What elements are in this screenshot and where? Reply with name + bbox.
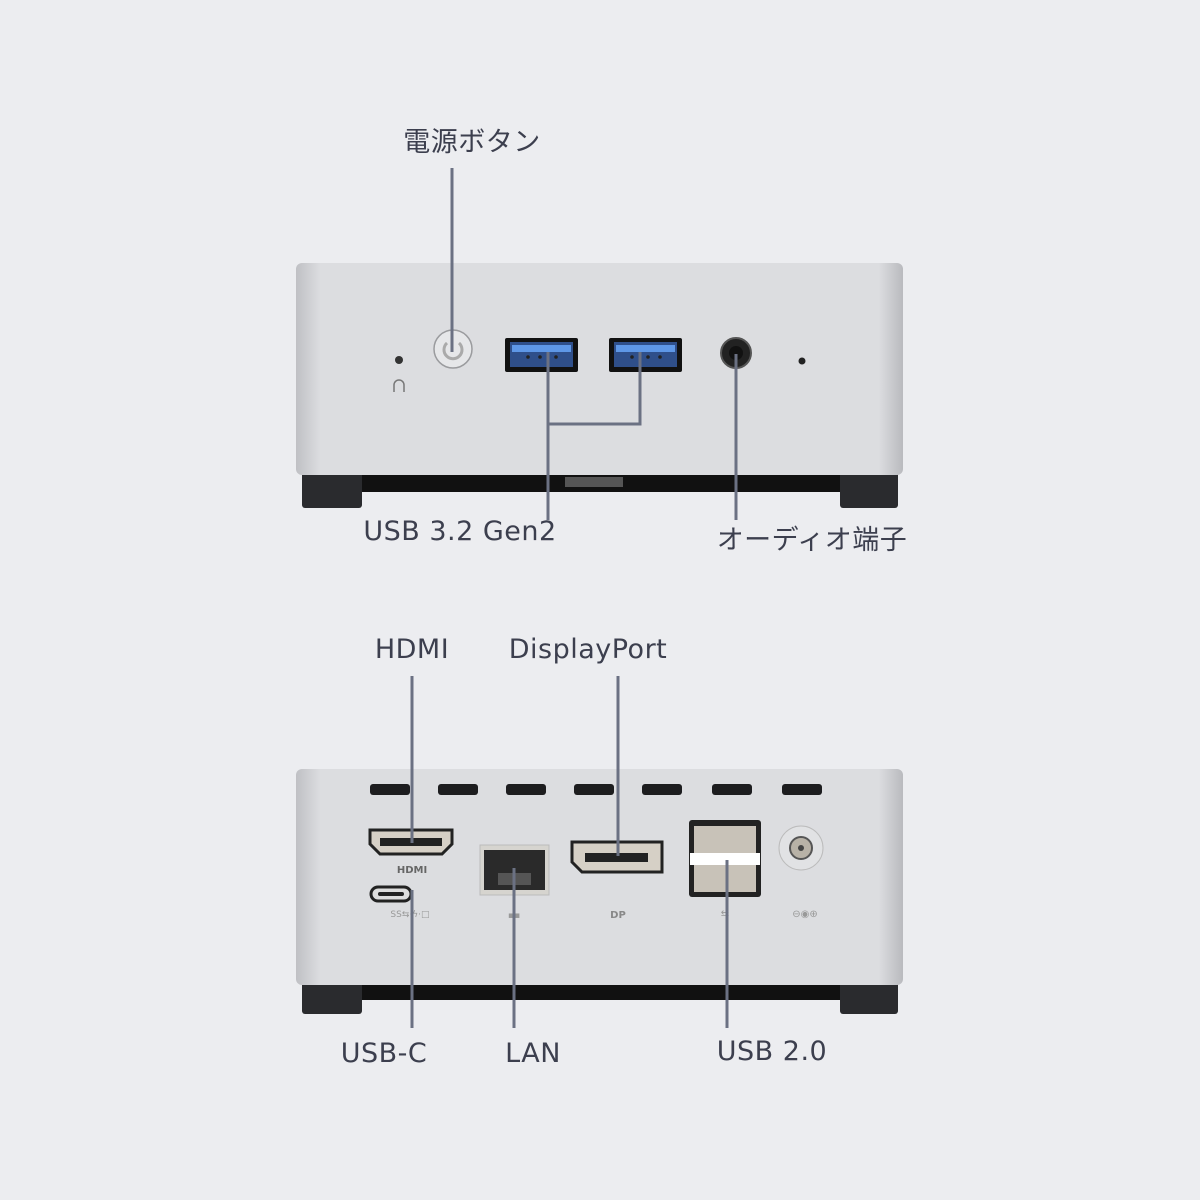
foot-right bbox=[840, 472, 898, 508]
power-icon bbox=[442, 341, 464, 361]
foot-left bbox=[302, 982, 362, 1014]
label-displayport: DisplayPort bbox=[508, 634, 668, 665]
label-usbc: USB-C bbox=[340, 1038, 428, 1069]
label-usb32-gen2: USB 3.2 Gen2 bbox=[363, 516, 557, 547]
foot-left bbox=[302, 472, 362, 508]
front-chassis bbox=[296, 263, 903, 475]
dp-marking: DP bbox=[610, 910, 626, 921]
usb3-port-1 bbox=[505, 338, 578, 372]
usb3-port-2 bbox=[609, 338, 682, 372]
label-lan: LAN bbox=[505, 1038, 561, 1069]
label-hdmi: HDMI bbox=[374, 634, 450, 665]
label-usb20: USB 2.0 bbox=[716, 1036, 828, 1067]
foot-right bbox=[840, 982, 898, 1014]
led-indicator bbox=[395, 356, 403, 364]
mic-hole bbox=[798, 357, 806, 365]
usbc-marking-icon: SS⇆·ϟ·□ bbox=[390, 910, 429, 920]
front-panel bbox=[296, 263, 903, 508]
leader-lines bbox=[410, 168, 738, 1028]
headphone-icon bbox=[393, 379, 405, 392]
usb-marking-icon: ⇆ bbox=[721, 909, 729, 920]
label-audio-jack: オーディオ端子 bbox=[716, 525, 908, 556]
dc-polarity-icon: ⊖◉⊕ bbox=[792, 909, 817, 920]
back-panel: HDMI DP SS⇆·ϟ·□ ▪▪ ⇆ ⊖◉⊕ bbox=[296, 769, 903, 1014]
back-chassis bbox=[296, 769, 903, 985]
label-power-button: 電源ボタン bbox=[403, 127, 541, 158]
hdmi-marking: HDMI bbox=[397, 865, 427, 876]
vent-slots bbox=[370, 784, 822, 795]
